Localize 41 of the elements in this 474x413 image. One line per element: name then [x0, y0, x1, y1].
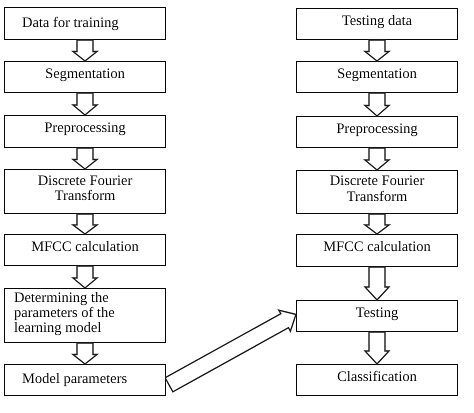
box-label: Classification: [337, 370, 417, 386]
box-label: Model parameters: [22, 372, 128, 388]
box-label: Determining the parameters of the learning model: [14, 291, 116, 337]
block-arrow: [164, 309, 297, 393]
box-label: Segmentation: [337, 66, 417, 82]
block-arrow: [71, 92, 99, 116]
process-box: [4, 288, 166, 343]
block-arrow: [362, 213, 392, 235]
block-arrow: [362, 39, 392, 62]
process-box: [296, 116, 458, 148]
box-label: Preprocessing: [336, 122, 418, 138]
block-arrow: [363, 92, 391, 117]
block-arrow: [71, 265, 99, 289]
block-arrow: [70, 342, 100, 365]
box-label: Testing data: [342, 14, 412, 30]
box-label: Testing: [356, 306, 398, 322]
box-label: MFCC calculation: [323, 240, 431, 256]
box-label: Data for training: [22, 16, 119, 32]
process-box: [296, 61, 458, 93]
block-arrow: [70, 147, 100, 170]
block-arrow: [363, 266, 391, 302]
box-label: Preprocessing: [44, 121, 126, 137]
process-box: [4, 61, 166, 93]
block-arrow: [70, 39, 100, 62]
process-box: [4, 7, 166, 40]
box-label: Discrete Fourier Transform: [328, 174, 426, 205]
block-arrow: [363, 147, 391, 171]
process-box: [296, 234, 458, 267]
block-arrow: [70, 213, 100, 235]
box-label: Discrete Fourier Transform: [36, 174, 134, 204]
process-box: [296, 170, 458, 214]
process-box: [296, 300, 458, 332]
box-label: MFCC calculation: [31, 240, 139, 256]
process-box: [4, 115, 166, 148]
block-arrow: [363, 331, 391, 366]
process-box: [4, 169, 166, 214]
process-box: [296, 8, 458, 40]
process-box: [4, 234, 166, 266]
process-box: [296, 364, 458, 396]
process-box: [4, 364, 166, 396]
box-label: Segmentation: [45, 66, 125, 82]
